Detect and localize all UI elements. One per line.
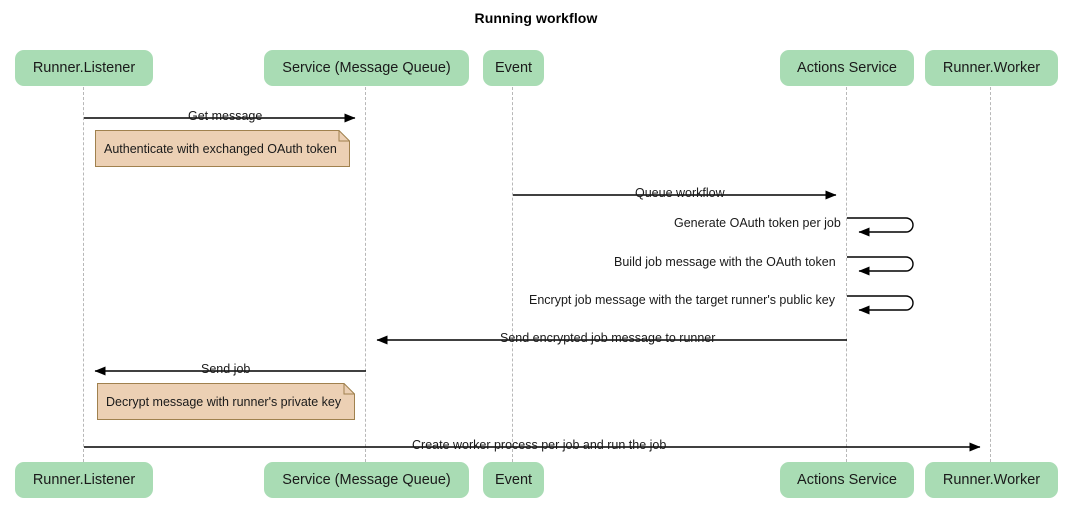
participant-actions-service-top[interactable]: Actions Service	[780, 50, 914, 86]
participant-service-message-queue-bottom[interactable]: Service (Message Queue)	[264, 462, 469, 498]
note-fold-corner-icon	[344, 383, 355, 394]
message-label-build-job-message-with-the-oauth-token: Build job message with the OAuth token	[614, 255, 836, 269]
message-line-encrypt-job-message-with-the-target-runners-public-key	[847, 295, 914, 315]
message-label-send-job: Send job	[201, 362, 251, 376]
lifeline-actions-service	[846, 87, 848, 462]
message-label-get-message: Get message	[188, 109, 263, 123]
message-label-encrypt-job-message-with-the-target-runners-public-key: Encrypt job message with the target runn…	[529, 293, 836, 307]
message-label-create-worker-process-per-job-and-run-the-job: Create worker process per job and run th…	[412, 438, 667, 452]
message-line-generate-oauth-token-per-job	[847, 217, 914, 237]
message-line-build-job-message-with-the-oauth-token	[847, 256, 914, 276]
message-label-queue-workflow: Queue workflow	[635, 186, 725, 200]
lifeline-runner-worker	[990, 87, 992, 462]
participant-runner-listener-bottom[interactable]: Runner.Listener	[15, 462, 153, 498]
lifeline-event	[512, 87, 514, 462]
participant-event-bottom[interactable]: Event	[483, 462, 544, 498]
participant-runner-worker-top[interactable]: Runner.Worker	[925, 50, 1058, 86]
note-decrypt-message-with-runners-private-key: Decrypt message with runner's private ke…	[97, 383, 355, 420]
message-label-send-encrypted-job-message-to-runner: Send encrypted job message to runner	[500, 331, 716, 345]
page-title: Running workflow	[474, 10, 598, 26]
participant-actions-service-bottom[interactable]: Actions Service	[780, 462, 914, 498]
note-text-authenticate-with-exchanged-oauth-token: Authenticate with exchanged OAuth token	[104, 141, 337, 156]
note-text-decrypt-message-with-runners-private-key: Decrypt message with runner's private ke…	[106, 394, 342, 409]
note-fold-corner-icon	[339, 130, 350, 141]
participant-service-message-queue-top[interactable]: Service (Message Queue)	[264, 50, 469, 86]
lifeline-service-message-queue	[365, 87, 367, 462]
note-authenticate-with-exchanged-oauth-token: Authenticate with exchanged OAuth token	[95, 130, 350, 167]
message-label-generate-oauth-token-per-job: Generate OAuth token per job	[674, 216, 841, 230]
participant-runner-worker-bottom[interactable]: Runner.Worker	[925, 462, 1058, 498]
lifeline-runner-listener	[83, 87, 85, 462]
participant-runner-listener-top[interactable]: Runner.Listener	[15, 50, 153, 86]
participant-event-top[interactable]: Event	[483, 50, 544, 86]
